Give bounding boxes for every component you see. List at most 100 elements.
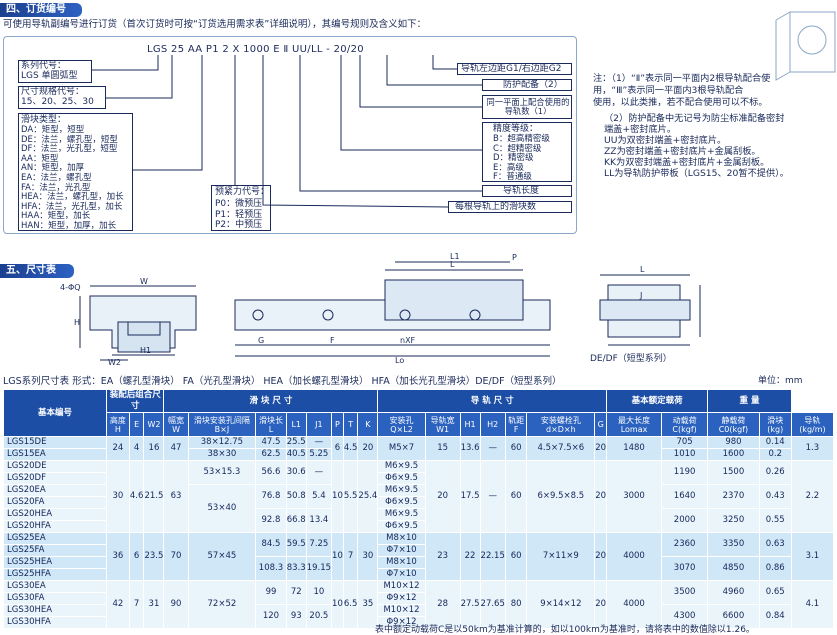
table-cell: 2.2 [790, 460, 835, 533]
table-cell: LGS20DE [3, 460, 107, 473]
table-cell: 60 [504, 436, 528, 461]
block-type-item: EA：法兰，螺孔型 [21, 172, 92, 183]
th-col: 轨距 F [504, 412, 528, 437]
table-cell: Φ6×9.5 [377, 472, 426, 485]
table-cell: 3000 [606, 460, 662, 533]
table-cell: 20 [594, 436, 608, 461]
table-cell: 83.3 [285, 556, 307, 581]
th-col: 最大长度 Lomax [606, 412, 662, 437]
block-type-title: 滑块类型： [21, 115, 67, 125]
table-cell: 92.8 [255, 508, 287, 533]
table-cell: 3500 [660, 580, 709, 605]
table-cell: 56.6 [255, 460, 287, 485]
protection-label: 防护配备（2） [503, 80, 563, 90]
footnote: 表中额定动载荷C是以50km为基准计算的，如以100km为基准时，请将表中的数值… [375, 625, 755, 635]
table-cell: LGS20DF [3, 472, 107, 485]
th-load: 基本额定载荷 [606, 389, 709, 413]
table-cell: 10 [305, 580, 333, 605]
table-cell: 1500 [707, 460, 760, 485]
table-cell: 1480 [606, 436, 662, 461]
accuracy-item: D：精密级 [493, 153, 534, 163]
label-l-right: L [640, 265, 645, 274]
label-lo: Lo [395, 356, 404, 365]
table-cell: 4.5×7.5×6 [526, 436, 596, 461]
table-cell: 84.5 [255, 532, 287, 557]
rail-end-box: 导轨左边距G1/右边距G2 [457, 63, 572, 75]
table-cell: Φ9×12 [377, 616, 426, 629]
th-col: 滑块 (kg) [758, 412, 792, 437]
table-cell: LGS15EA [3, 448, 107, 461]
block-type-item: HEA：法兰，螺孔型，加长 [21, 192, 124, 203]
table-cell: LGS15DE [3, 436, 107, 449]
section4-title: 四、订货编号 [0, 3, 82, 17]
accuracy-title: 精度等级： [493, 124, 539, 134]
table-cell: 13.4 [305, 508, 333, 533]
block-type-item: HAN：矩型，加厚，加长 [21, 220, 117, 231]
table-cell: 2000 [660, 508, 709, 533]
table-cell: 0.86 [758, 556, 792, 581]
table-cell: 40.5 [285, 448, 307, 461]
table-cell: 7×11×9 [526, 532, 596, 581]
table-cell: 20 [357, 436, 379, 461]
table-cell: 47.5 [255, 436, 287, 449]
table-cell: 24 [106, 436, 130, 461]
table-cell: 22.15 [479, 532, 506, 581]
note-2-line: KK为双密封端盖+密封底片+金属刮板。 [604, 157, 770, 168]
table-cell: 3350 [707, 532, 760, 557]
table-cell: 59.5 [285, 532, 307, 557]
table-cell: 25.5 [285, 436, 307, 449]
note-2-line: ZZ为密封端盖+密封底片+金属刮板。 [604, 146, 761, 157]
table-cell: 15 [424, 436, 461, 461]
th-col: 导轨 (kg/m) [790, 412, 835, 437]
table-cell: 99 [255, 580, 287, 605]
table-cell: 60 [504, 460, 528, 533]
table-cell: Φ6×9.5 [377, 520, 426, 533]
label-l1: L1 [450, 252, 460, 261]
block-type-item: DA：矩型，短型 [21, 125, 85, 135]
table-cell: 93 [285, 604, 307, 629]
preload-item: P0：微预压 [215, 199, 263, 209]
table-cell: LGS20HFA [3, 520, 107, 533]
table-cell: 23.5 [143, 532, 165, 581]
table-cell: Φ7×10 [377, 544, 426, 557]
table-cell: 0.65 [758, 580, 792, 605]
table-cell: 38×12.75 [187, 436, 257, 449]
table-cell: 2370 [707, 484, 760, 509]
th-col: G [594, 412, 608, 437]
rail-end-label: 导轨左边距G1/右边距G2 [461, 64, 562, 74]
table-cell: M6×9.5 [377, 484, 426, 497]
de-df-label: DE/DF（短型系列） [590, 354, 672, 364]
table-cell: 7.25 [305, 532, 333, 557]
table-cell: 6 [331, 436, 344, 461]
table-cell: 5.5 [342, 460, 359, 533]
table-cell: 27.65 [479, 580, 506, 629]
th-col: 安装孔 Q×L2 [377, 412, 426, 437]
table-cell: LGS25HFA [3, 568, 107, 581]
dimension-table: 基本编号 装配后组合尺寸 滑 块 尺 寸 导 轨 尺 寸 基本额定载荷 重 量 … [3, 389, 835, 629]
table-cell: 3.1 [790, 532, 835, 581]
table-cell: 7 [342, 532, 359, 581]
rail-length-box: 导轨长度 [482, 185, 572, 197]
table-cell: 20 [594, 460, 608, 533]
table-cell: 19.15 [305, 556, 333, 581]
section5-title: 五、尺寸表 [0, 264, 74, 278]
th-col: E [128, 412, 145, 437]
block-type-item: AA：矩型 [21, 153, 59, 164]
ordering-code: LGS 25 AA P1 2 X 1000 E Ⅱ UU/LL - 20/20 [147, 44, 364, 55]
table-cell: 53×40 [187, 484, 257, 533]
table-cell: 16 [143, 436, 165, 461]
block-type-item: FA：法兰，光孔型 [21, 182, 91, 193]
accuracy-item: F：普通级 [493, 172, 532, 182]
table-cell: 4.5 [342, 436, 359, 461]
table-cell: M8×10 [377, 532, 426, 545]
accuracy-item: E：高级 [493, 162, 524, 173]
block-type-item: DE：法兰，螺孔型，短型 [21, 134, 118, 145]
blocks-per-rail-box: 每根导轨上的滑块数 [448, 201, 572, 213]
note-1: 注：（1）“Ⅱ”表示同一平面内2根导轨配合使用，“Ⅲ”表示同一平面内3根导轨配合… [593, 73, 770, 109]
table-cell: 1640 [660, 484, 709, 509]
table-cell: 72 [285, 580, 307, 605]
